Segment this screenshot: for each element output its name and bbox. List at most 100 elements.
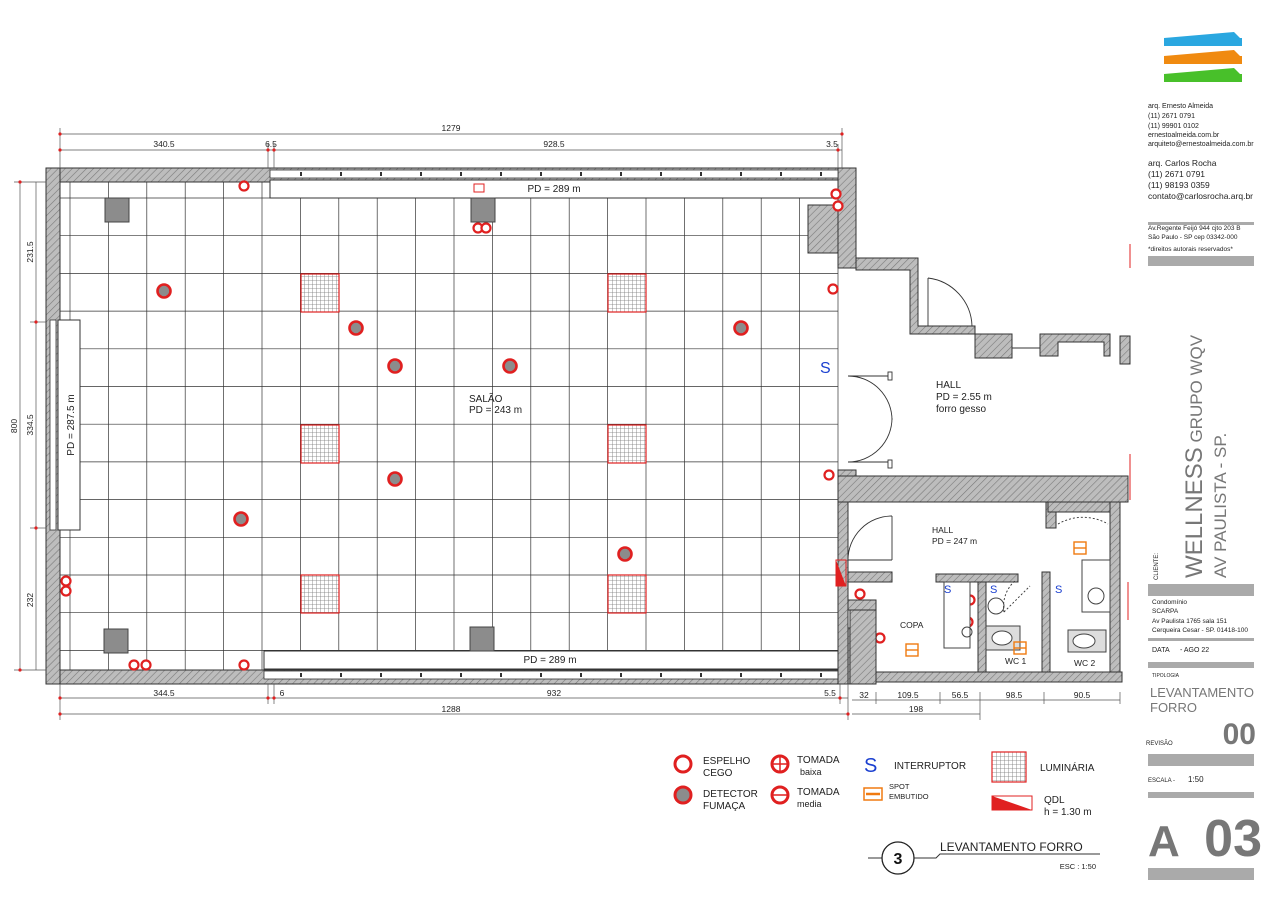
smoke-detector [387, 471, 403, 487]
legend-tomada-baixa-icon [770, 754, 790, 774]
hall1-pd: PD = 2.55 m [936, 392, 992, 403]
dim-left-2: 334.5 [25, 414, 35, 436]
salon-ceiling-grid [60, 182, 839, 670]
dim-top-4: 3.5 [826, 139, 838, 149]
outlet [60, 585, 72, 597]
soffit-tick [460, 172, 462, 176]
dim-top-3: 928.5 [543, 139, 565, 149]
soffit-tick [540, 673, 542, 677]
soffit-tick [620, 673, 622, 677]
address-line-2: São Paulo - SP cep 03342-000 [1148, 234, 1238, 241]
soffit-tick [420, 673, 422, 677]
outlet [874, 632, 886, 644]
dim-total-top: 1279 [442, 123, 461, 133]
outlet [60, 575, 72, 587]
pd-top-label: PD = 289 m [527, 184, 580, 195]
legend-espelho: ESPELHO [703, 756, 750, 767]
dim-bottom-1: 344.5 [153, 688, 175, 698]
switches: S S S S [820, 360, 1062, 596]
sanitary-fixtures [943, 559, 1111, 653]
escala-value: 1:50 [1188, 775, 1204, 784]
outlet [823, 469, 835, 481]
outlet [832, 200, 844, 212]
legend-qdl-icon [991, 795, 1033, 811]
soffit-tick [500, 172, 502, 176]
outlet [830, 188, 842, 200]
outlet [140, 659, 152, 671]
address-line-1: Av.Regente Feijó 944 cjto 203 B [1148, 225, 1241, 232]
smoke-detector [617, 546, 633, 562]
legend-qdl: QDL [1044, 795, 1065, 806]
doors [847, 277, 1109, 613]
outlet [827, 283, 839, 295]
dim-br-1: 32 [859, 690, 869, 700]
salao-pd: PD = 243 m [469, 405, 522, 416]
address-line-3: *direitos autorais reservados* [1148, 246, 1233, 253]
legend-tomada-media: TOMADA [797, 787, 840, 798]
client-name: WELLNESS GRUPO WQV [1181, 334, 1208, 578]
hall1-note: forro gesso [936, 404, 986, 415]
arch2-line-4: contato@carlosrocha.arq.br [1148, 191, 1253, 201]
dim-br-4: 98.5 [1006, 690, 1023, 700]
dim-top-1: 340.5 [153, 139, 175, 149]
legend-spot: SPOT [889, 782, 910, 791]
legend-luminaria: LUMINÁRIA [1040, 761, 1095, 774]
bottom-soffit [263, 650, 839, 680]
smoke-detector [156, 283, 172, 299]
legend-tomada-baixa-2: baixa [800, 767, 822, 777]
arch1-line-3: (11) 99901 0102 [1148, 123, 1199, 130]
outlet [238, 180, 250, 192]
wc2-label: WC 2 [1074, 658, 1096, 668]
site-line-1: Condomínio [1152, 599, 1187, 606]
escala-label: ESCALA - [1148, 778, 1175, 784]
arch2-line-3: (11) 98193 0359 [1148, 180, 1210, 190]
smoke-detector [387, 358, 403, 374]
wc1-label: WC 1 [1005, 656, 1027, 666]
qdl-box [835, 559, 847, 587]
client-label: CLIENTE: [1154, 553, 1160, 580]
dimension-labels: 1279 340.5 6.5 928.5 3.5 344.5 6 932 5.5… [9, 123, 1091, 714]
smoke-detector [733, 320, 749, 336]
legend: ESPELHO CEGO DETECTOR FUMAÇA TOMADA baix… [673, 751, 1095, 818]
data-value: - AGO 22 [1180, 647, 1209, 654]
dim-left-3: 232 [25, 593, 35, 607]
tipologia-label: TIPOLOGIA [1152, 673, 1180, 679]
soffit-tick [660, 172, 662, 176]
dim-left-total: 800 [9, 419, 19, 433]
smoke-detector [348, 320, 364, 336]
section-marks [1127, 244, 1131, 620]
dim-bottom-4: 5.5 [824, 688, 836, 698]
soffit-tick [820, 673, 822, 677]
drawing-title: 3 LEVANTAMENTO FORRO ESC : 1:50 [868, 840, 1100, 875]
switch-salao: S [820, 360, 831, 377]
site-line-4: Cerqueira Cesar - SP. 01418-100 [1152, 627, 1248, 634]
arch1-line-4: ernestoalmeida.com.br [1148, 132, 1220, 139]
company-logo [1164, 32, 1242, 82]
legend-tomada-media-2: media [797, 799, 822, 809]
spot-lights [905, 541, 1087, 657]
sheet-number: 03 [1204, 810, 1262, 868]
dim-br-6: 198 [909, 704, 923, 714]
dim-br-2: 109.5 [897, 690, 919, 700]
hall-walls [837, 257, 1131, 685]
soffit-tick [820, 172, 822, 176]
legend-tomada-baixa: TOMADA [797, 755, 840, 766]
outlet [854, 588, 866, 600]
client-name-part-1: WELLNESS [1181, 447, 1208, 578]
legend-interruptor: INTERRUPTOR [894, 761, 966, 772]
soffit-tick [420, 172, 422, 176]
qdl-marker [836, 560, 846, 586]
arch1-line-2: (11) 2671 0791 [1148, 113, 1195, 120]
copa-label: COPA [900, 620, 924, 630]
top-soffit [269, 169, 839, 199]
switch-copa: S [944, 584, 951, 596]
pd-left-label: PD = 287.5 m [66, 394, 77, 455]
dim-total-bottom: 1288 [442, 704, 461, 714]
title-block: arq. Ernesto Almeida (11) 2671 0791 (11)… [1146, 32, 1262, 880]
tipologia-line-2: FORRO [1150, 700, 1197, 715]
outlet [128, 659, 140, 671]
client-name-part-2: GRUPO WQV [1187, 334, 1206, 447]
soffit-tick [660, 673, 662, 677]
salon-columns [103, 183, 496, 654]
